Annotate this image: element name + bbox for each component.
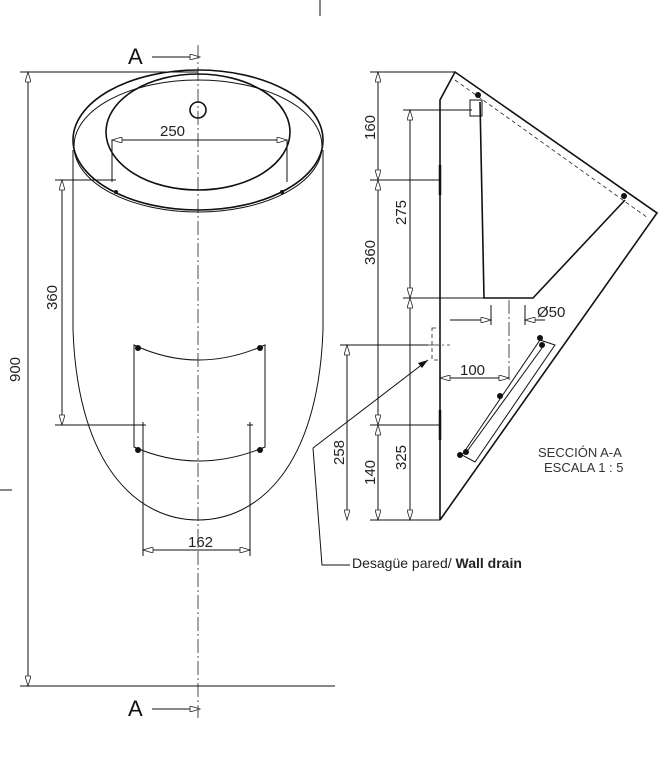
- dim-outlet-diameter: Ø50: [537, 304, 565, 321]
- panel-screw: [257, 345, 263, 351]
- leader-line: [312, 359, 429, 449]
- leader-line: [312, 447, 350, 566]
- leader-arrowhead: [418, 360, 428, 368]
- panel-screw: [135, 447, 141, 453]
- dim-lower-fixing: 325: [393, 445, 410, 470]
- hidden-line: [454, 79, 649, 219]
- section-arrow-top: A: [128, 44, 200, 69]
- urinal-body-outline: [72, 150, 324, 521]
- dim-outlet-offset: 100: [460, 362, 485, 379]
- dim-top: 160: [362, 115, 379, 140]
- section-title: SECCIÓN A-A: [538, 445, 622, 460]
- front-view: A A 900 360 250: [7, 44, 335, 721]
- fixing-point: [280, 190, 284, 194]
- flush-inlet: [189, 101, 207, 119]
- dim-drain-height: 258: [331, 440, 348, 465]
- fixing-point: [475, 92, 481, 98]
- section-label: A: [128, 44, 143, 69]
- dim-fixing-vertical: 360: [44, 285, 61, 310]
- urinal-rim-inner: [73, 79, 323, 213]
- wall-drain-callout: Desagüe pared/ Wall drain: [312, 359, 522, 571]
- callout-label-en: Wall drain: [456, 555, 522, 571]
- wall-drain-outline: [431, 327, 441, 361]
- fixing-point: [114, 190, 118, 194]
- urinal-rim-outer: [72, 69, 324, 211]
- dim-upper-fixing: 275: [393, 200, 410, 225]
- flush-connector: [469, 99, 483, 117]
- callout-label: Desagüe pared/ Wall drain: [352, 555, 522, 571]
- fixing-cross: [140, 422, 253, 428]
- panel-screw: [257, 447, 263, 453]
- section-label: A: [128, 696, 143, 721]
- dim-bowl-width: 250: [160, 123, 185, 140]
- fixing-point: [621, 193, 627, 199]
- dim-fixing-horizontal: 162: [188, 534, 213, 551]
- dim-middle: 360: [362, 240, 379, 265]
- bowl-section: [479, 101, 626, 299]
- access-panel: [133, 344, 266, 462]
- bowl-opening: [105, 73, 291, 191]
- grab-bar: [457, 335, 556, 463]
- dim-bottom: 140: [362, 460, 379, 485]
- section-scale: ESCALA 1 : 5: [544, 460, 624, 475]
- dim-total-height: 900: [7, 357, 24, 382]
- section-arrow-bottom: A: [128, 696, 200, 721]
- section-view: 160 360 140 275 325 258 Ø50 100 SECCIÓN …: [331, 70, 659, 520]
- panel-screw: [135, 345, 141, 351]
- callout-label-es: Desagüe pared/: [352, 555, 456, 571]
